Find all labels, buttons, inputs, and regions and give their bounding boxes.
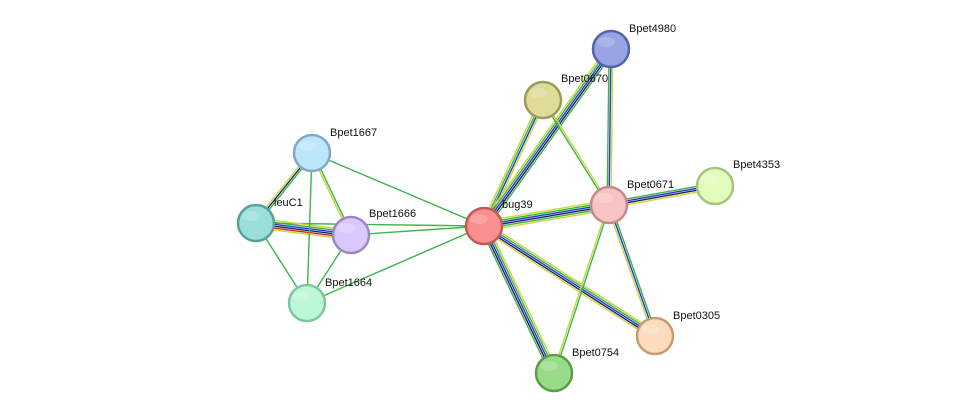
edge-Bpet0671-Bpet4980 — [606, 48, 614, 206]
node-Bpet0305[interactable]: Bpet0305 — [635, 310, 720, 356]
edge-evidence-line — [483, 48, 612, 227]
node-Bpet0754[interactable]: Bpet0754 — [534, 347, 619, 393]
edge-evidence-line — [483, 225, 555, 374]
node-label: Bpet1664 — [325, 277, 372, 289]
node-circle[interactable] — [589, 185, 629, 225]
edges-layer — [253, 46, 716, 375]
node-label: Bpet0670 — [561, 73, 608, 85]
edge-evidence-line — [606, 205, 654, 337]
node-label: Bpet0754 — [572, 347, 619, 359]
edge-evidence-line — [552, 204, 609, 373]
node-circle[interactable] — [635, 316, 675, 356]
edge-evidence-line — [610, 204, 658, 336]
node-circle[interactable] — [236, 203, 276, 243]
edge-bug39-Bpet0754 — [479, 224, 559, 375]
edge-evidence-line — [608, 204, 656, 337]
node-label: Bpet0305 — [673, 310, 720, 322]
node-leuC1[interactable]: leuC1 — [236, 197, 303, 243]
node-label: Bpet1667 — [330, 127, 377, 139]
node-highlight — [298, 141, 316, 151]
node-circle[interactable] — [287, 283, 327, 323]
edge-evidence-line — [483, 203, 609, 226]
node-circle[interactable] — [523, 80, 563, 120]
edge-evidence-line — [482, 227, 655, 339]
edge-evidence-line — [485, 222, 658, 334]
node-highlight — [597, 37, 615, 47]
edge-evidence-line — [311, 152, 485, 227]
node-Bpet0671[interactable]: Bpet0671 — [589, 179, 674, 225]
edge-evidence-line — [306, 225, 485, 304]
node-Bpet1666[interactable]: Bpet1666 — [331, 208, 416, 255]
node-highlight — [529, 88, 547, 98]
edge-evidence-line — [306, 152, 313, 304]
edge-evidence-line — [485, 224, 557, 373]
edge-bug39-Bpet0305 — [481, 222, 658, 340]
edge-evidence-line — [482, 99, 543, 226]
edge-evidence-line — [486, 224, 559, 372]
edge-bug39-Bpet1666 — [350, 225, 485, 236]
edge-bug39-Bpet1667 — [311, 152, 485, 227]
node-highlight — [293, 291, 311, 301]
node-Bpet4980[interactable]: Bpet4980 — [591, 23, 676, 69]
edge-Bpet1667-Bpet1664 — [306, 152, 313, 304]
edge-evidence-line — [484, 208, 610, 232]
edge-evidence-line — [541, 100, 609, 206]
node-circle[interactable] — [464, 206, 504, 246]
edge-evidence-line — [610, 49, 614, 206]
node-bug39[interactable]: bug39 — [464, 199, 533, 246]
node-highlight — [470, 214, 488, 224]
edge-evidence-line — [481, 226, 553, 375]
node-circle[interactable] — [534, 353, 574, 393]
edge-evidence-line — [608, 48, 612, 206]
node-circle[interactable] — [292, 133, 332, 173]
edge-evidence-line — [479, 227, 552, 375]
edge-Bpet0671-Bpet0670 — [541, 99, 611, 206]
edge-evidence-line — [481, 47, 611, 226]
edge-bug39-Bpet0671 — [483, 199, 610, 232]
node-highlight — [540, 361, 558, 371]
node-Bpet4353[interactable]: Bpet4353 — [695, 159, 780, 206]
nodes-layer: bug39Bpet0671Bpet0670Bpet4980Bpet4353Bpe… — [236, 23, 780, 393]
node-circle[interactable] — [695, 166, 735, 206]
node-highlight — [641, 324, 659, 334]
edge-evidence-line — [484, 49, 614, 228]
node-highlight — [337, 223, 355, 233]
edge-evidence-line — [484, 205, 610, 228]
edge-evidence-line — [483, 201, 609, 224]
edge-evidence-line — [486, 50, 615, 229]
node-label: Bpet0671 — [627, 179, 674, 191]
edge-evidence-line — [484, 223, 657, 335]
edge-evidence-line — [484, 207, 610, 230]
edge-evidence-line — [483, 225, 656, 337]
node-highlight — [242, 211, 260, 221]
node-highlight — [595, 193, 613, 203]
node-label: Bpet1666 — [369, 208, 416, 220]
node-label: Bpet4353 — [733, 159, 780, 171]
edge-evidence-line — [350, 225, 485, 236]
node-circle[interactable] — [331, 215, 371, 255]
edge-evidence-line — [480, 98, 542, 226]
edge-Bpet0671-Bpet0754 — [552, 204, 611, 374]
node-Bpet1667[interactable]: Bpet1667 — [292, 127, 377, 173]
node-label: leuC1 — [274, 197, 303, 209]
edge-Bpet0671-Bpet0305 — [606, 204, 658, 337]
edge-bug39-Bpet4980 — [480, 46, 615, 229]
edge-evidence-line — [554, 205, 611, 374]
edge-evidence-line — [480, 46, 609, 225]
edge-evidence-line — [543, 99, 611, 205]
edge-evidence-line — [606, 48, 610, 205]
edge-evidence-line — [481, 228, 654, 340]
node-highlight — [701, 174, 719, 184]
node-Bpet0670[interactable]: Bpet0670 — [523, 73, 608, 120]
node-Bpet1664[interactable]: Bpet1664 — [287, 277, 372, 323]
edge-evidence-line — [483, 199, 609, 223]
node-label: bug39 — [502, 199, 533, 211]
edge-bug39-Bpet1664 — [306, 225, 485, 304]
node-label: Bpet4980 — [629, 23, 676, 35]
node-circle[interactable] — [591, 29, 631, 69]
